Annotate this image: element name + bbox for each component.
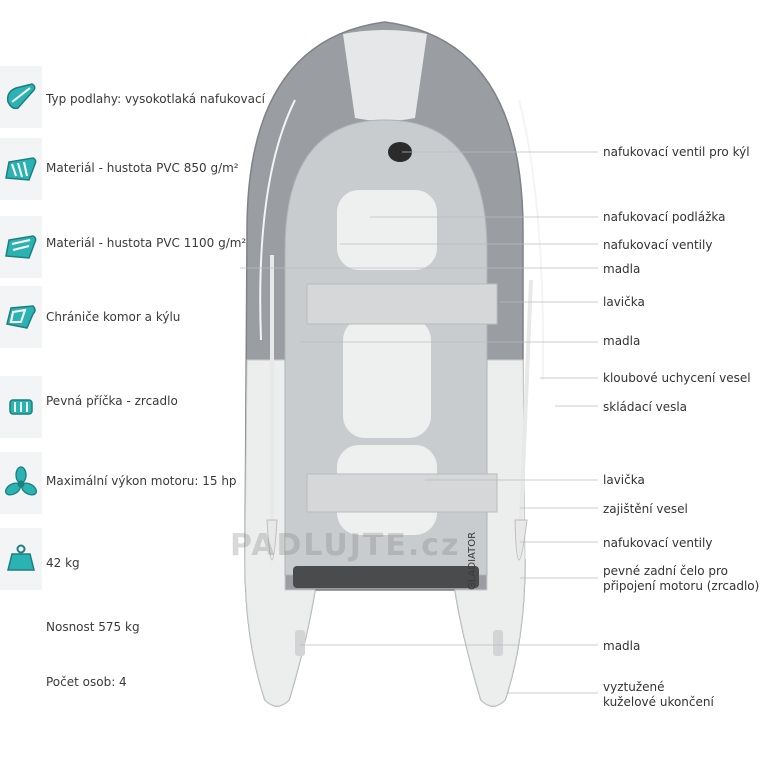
handle-left — [295, 630, 305, 656]
boat-pvc-850-icon — [5, 157, 37, 181]
spec-icon-floor — [0, 66, 42, 128]
rope-right — [518, 99, 545, 381]
transom-icon — [9, 399, 33, 415]
spec-icon-weight — [0, 528, 42, 590]
floor-panel-2 — [343, 318, 431, 438]
hull-protector-icon — [6, 305, 36, 329]
callout-cones-line2: kuželové ukončení — [603, 695, 714, 709]
rope-left — [259, 99, 296, 341]
callout-transom-line1: pevné zadní čelo pro — [603, 564, 729, 578]
keel-valve — [388, 142, 412, 162]
oar-left-blade — [266, 519, 278, 561]
seat-rear — [306, 473, 498, 513]
floor-panel-1 — [337, 190, 437, 270]
callout-transom-line2: připojení motoru (zrcadlo) — [603, 579, 760, 593]
spec-label-motor: Maximální výkon motoru: 15 hp — [46, 474, 237, 488]
spec-icon-protector — [0, 286, 42, 348]
callout-seat-1: lavička — [603, 295, 645, 309]
spec-icon-transom — [0, 376, 42, 438]
floor-boat-icon — [6, 83, 36, 110]
spec-label-weight: 42 kg — [46, 556, 80, 570]
callout-handles-1: madla — [603, 262, 641, 276]
capacity-label: Nosnost 575 kg — [46, 620, 140, 634]
callout-seat-2: lavička — [603, 473, 645, 487]
callout-valves-1: nafukovací ventily — [603, 238, 713, 252]
spec-icon-pvc850 — [0, 138, 42, 200]
boat-illustration: GLADIATOR — [244, 21, 545, 707]
spec-label-pvc850: Materiál - hustota PVC 850 g/m² — [46, 161, 239, 175]
callout-keel-valve: nafukovací ventil pro kýl — [603, 145, 750, 159]
spec-label-pvc1100: Materiál - hustota PVC 1100 g/m² — [46, 236, 247, 250]
callout-oars: skládací vesla — [603, 400, 688, 414]
spec-icon-pvc1100 — [0, 216, 42, 278]
spec-label-protector: Chrániče komor a kýlu — [46, 310, 181, 324]
callout-valves-2: nafukovací ventily — [603, 536, 713, 550]
boat-pvc-1100-icon — [5, 235, 37, 259]
weight-icon — [7, 544, 35, 571]
callout-oarlocks: kloubové uchycení vesel — [603, 371, 751, 385]
handle-right — [493, 630, 503, 656]
spec-icon-propeller — [0, 452, 42, 514]
callout-floor: nafukovací podlážka — [603, 210, 726, 224]
brand-text: GLADIATOR — [467, 532, 478, 590]
callout-cones-line1: vyztužené — [603, 680, 665, 694]
callout-cones: vyztužené kuželové ukončení — [603, 680, 714, 710]
spec-label-transom: Pevná příčka - zrcadlo — [46, 394, 178, 408]
tube-left-lower — [244, 359, 316, 707]
callout-handles-2: madla — [603, 334, 641, 348]
callout-oar-lock: zajištění vesel — [603, 502, 688, 516]
bow-cap — [343, 30, 427, 121]
transom — [293, 566, 479, 588]
persons-label: Počet osob: 4 — [46, 675, 127, 689]
spec-label-floor: Typ podlahy: vysokotlaká nafukovací — [46, 92, 265, 106]
watermark: PADLUJTE.cz — [230, 528, 461, 563]
callout-transom: pevné zadní čelo pro připojení motoru (z… — [603, 564, 759, 594]
callout-handles-3: madla — [603, 639, 641, 653]
seat-front — [306, 283, 498, 325]
oar-right-blade — [514, 519, 528, 561]
propeller-icon — [4, 466, 38, 496]
tube-right-lower — [454, 359, 526, 707]
